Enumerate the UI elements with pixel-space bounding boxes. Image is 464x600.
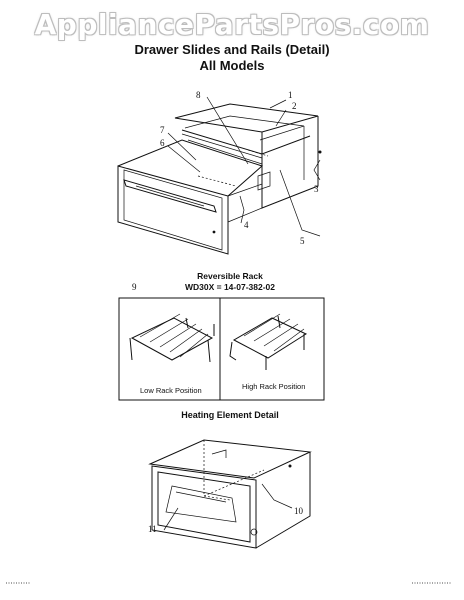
rack-illustration — [118, 297, 325, 401]
low-rack-label: Low Rack Position — [140, 386, 202, 395]
rack-title: Reversible Rack — [197, 271, 263, 281]
callout-4: 4 — [244, 220, 249, 230]
callout-10: 10 — [294, 506, 303, 516]
diagram-title: Drawer Slides and Rails (Detail) — [134, 42, 330, 57]
callout-5: 5 — [300, 236, 305, 246]
heating-title: Heating Element Detail — [181, 410, 279, 420]
callout-1: 1 — [288, 90, 293, 100]
callout-2: 2 — [292, 101, 297, 111]
callout-11: 11 — [148, 524, 157, 534]
rack-part-number: WD30X = 14-07-382-02 — [184, 282, 275, 292]
watermark-logo: AppliancePartsPros.com — [34, 8, 430, 41]
diagram-subtitle: All Models — [199, 58, 265, 73]
high-rack-label: High Rack Position — [242, 382, 306, 391]
callout-3: 3 — [314, 184, 319, 194]
heating-element-illustration — [148, 439, 312, 549]
callout-6: 6 — [160, 138, 165, 148]
callout-7: 7 — [160, 125, 165, 135]
drawer-illustration — [117, 96, 322, 255]
callout-9: 9 — [132, 282, 137, 292]
callout-8: 8 — [196, 90, 201, 100]
